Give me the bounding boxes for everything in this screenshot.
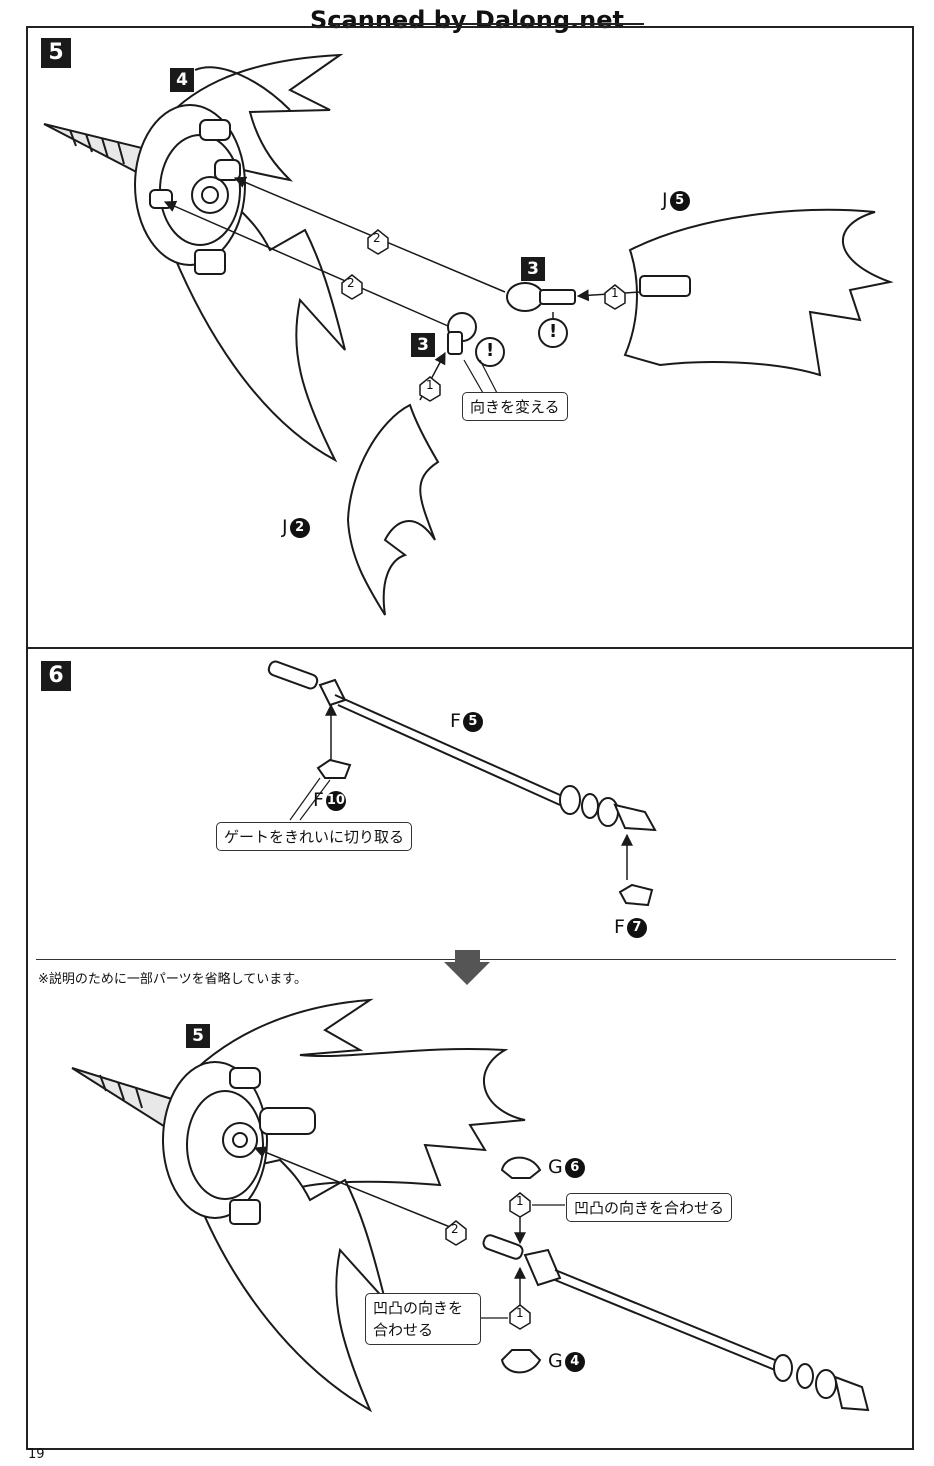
- axe-head-top: [43, 53, 346, 463]
- wing-j5: [623, 208, 894, 377]
- pole-f5: [267, 660, 657, 832]
- part-f10: [316, 758, 352, 779]
- joint-part-3-left: [447, 312, 477, 355]
- joint-part-3-right: [506, 282, 576, 312]
- header-strike-line: [328, 23, 644, 25]
- page-number: 19: [28, 1447, 45, 1462]
- page-frame: [26, 26, 914, 1450]
- seq-2-b: 2: [347, 276, 355, 290]
- step-number-5-bottom: 5: [186, 1024, 210, 1048]
- seq-1-b: 1: [426, 378, 434, 392]
- wing-j2: [346, 403, 440, 616]
- step-number-6: 6: [41, 661, 71, 691]
- step-divider: [26, 647, 912, 649]
- seq-1-a: 1: [611, 286, 619, 300]
- seq-1-d: 1: [516, 1306, 524, 1320]
- seq-1-c: 1: [516, 1194, 524, 1208]
- callout-align-convex-bottom: 凹凸の向きを合わせる: [365, 1293, 481, 1345]
- subpart-3-label-left: 3: [411, 333, 435, 357]
- omitted-parts-note: ※説明のために一部パーツを省略しています。: [38, 972, 307, 987]
- subpart-4-label: 4: [170, 68, 194, 92]
- caution-icon: !: [549, 321, 558, 342]
- scan-watermark-title: Scanned by Dalong.net: [0, 6, 934, 34]
- callout-align-convex-top: 凹凸の向きを合わせる: [566, 1193, 733, 1222]
- seq-2-c: 2: [451, 1222, 459, 1236]
- step-number-5-top: 5: [41, 38, 71, 68]
- callout-change-direction: 向きを変える: [462, 392, 568, 421]
- callout-cut-gate: ゲートをきれいに切り取る: [216, 822, 413, 851]
- part-f7: [618, 883, 654, 907]
- axe-assembled: [71, 998, 870, 1413]
- caution-icon: !: [486, 340, 495, 361]
- subpart-3-label-right: 3: [521, 257, 545, 281]
- seq-2-a: 2: [373, 231, 381, 245]
